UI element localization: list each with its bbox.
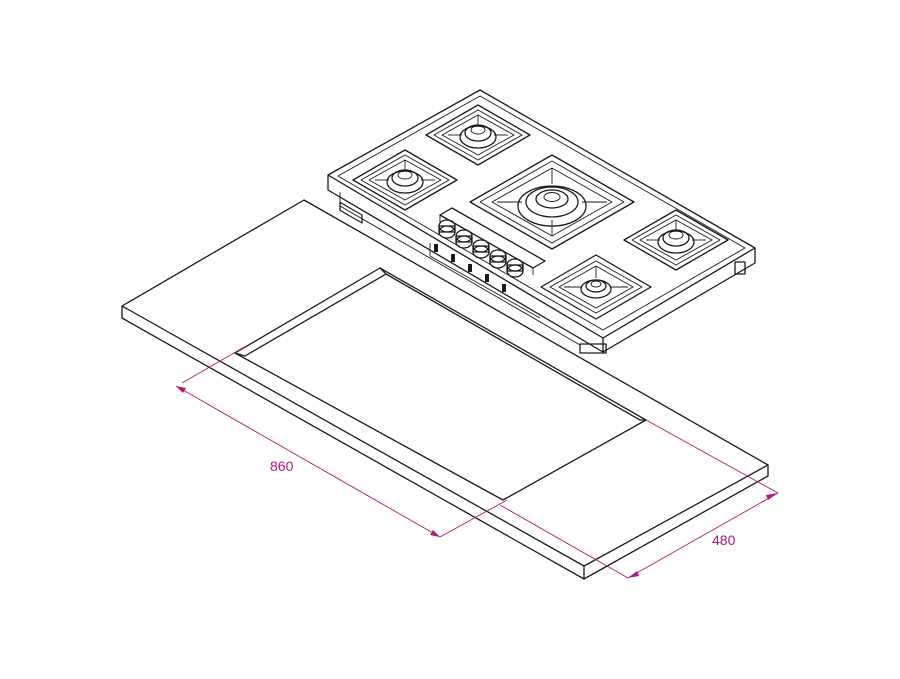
extension-line-860-left (181, 345, 247, 384)
arrow-860-right (430, 530, 440, 537)
hob-housing-line (339, 192, 581, 346)
dimension-label-480: 480 (712, 532, 736, 548)
switch-marks (434, 244, 506, 292)
countertop-front-edge (121, 305, 585, 580)
dimension-line-480 (627, 492, 779, 579)
knob-4 (489, 249, 507, 269)
dimension-label-860: 860 (270, 458, 294, 474)
hob-foot-right (734, 261, 746, 275)
hob-housing-line-2 (429, 243, 541, 319)
knob-2 (455, 229, 473, 249)
hob-front-edge (327, 174, 604, 353)
cutout-corner-back (379, 267, 387, 275)
cutout (234, 267, 647, 501)
knob-1 (438, 219, 456, 239)
burner-left (352, 149, 458, 211)
gas-hob (327, 89, 756, 354)
extension-line-860-right (439, 499, 508, 538)
countertop-side-edge (583, 464, 769, 580)
cutout-corner-left (234, 352, 246, 357)
extension-line-480-right (645, 419, 779, 494)
hob-top-bevel (337, 95, 746, 331)
arrow-480-right (766, 493, 778, 500)
arrow-860-left (176, 386, 186, 393)
burner-right (623, 209, 729, 271)
burner-center-wok (469, 154, 635, 250)
burner-back-left (425, 104, 531, 166)
knob-5 (506, 258, 524, 278)
dimension-480: 480 (499, 419, 779, 579)
knob-3 (472, 239, 490, 259)
hob-foot-front (579, 343, 607, 354)
arrow-480-left (628, 571, 639, 578)
cutout-inner-back (244, 273, 641, 421)
dimension-line-860 (175, 385, 441, 538)
dimension-860: 860 (175, 345, 508, 538)
extension-line-480-left (499, 504, 629, 579)
countertop (121, 199, 769, 580)
hob-side-edge (602, 247, 756, 353)
cutout-outline (234, 267, 647, 501)
countertop-top-surface (121, 199, 769, 567)
burner-front (540, 254, 652, 320)
